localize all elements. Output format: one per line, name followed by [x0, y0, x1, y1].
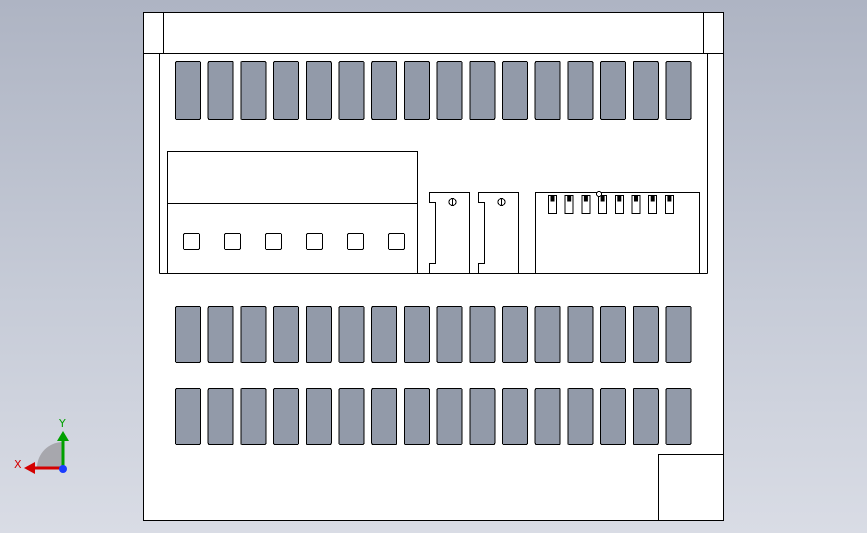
y-axis-arrowhead	[57, 431, 69, 441]
axis-triad[interactable]: X Y	[14, 417, 69, 474]
bottom-terminal-row2-slot	[534, 388, 561, 445]
dip-switch	[631, 195, 641, 214]
connector-pin	[347, 233, 364, 250]
connector-module	[167, 151, 418, 274]
dip-switch	[548, 195, 557, 214]
connector-pin	[306, 233, 323, 250]
bottom-terminal-row2-slot	[305, 388, 332, 445]
bottom-terminal-row2-slot	[502, 388, 528, 445]
relay-body	[478, 192, 519, 274]
top-terminal-slot	[436, 61, 463, 120]
top-terminal-slot	[534, 61, 561, 120]
bottom-terminal-row1-slot	[567, 306, 594, 363]
bottom-terminal-row1-slot	[632, 306, 659, 363]
bottom-terminal-row1-slot	[273, 306, 300, 363]
top-terminal-slots	[175, 61, 692, 120]
corner-label-box	[658, 454, 724, 521]
dip-switch-lever	[650, 195, 655, 202]
bottom-terminal-row2-slot	[632, 388, 659, 445]
dip-switch-lever	[667, 195, 672, 202]
top-terminal-slot	[338, 61, 365, 120]
top-terminal-slot	[502, 61, 528, 120]
connector-pin	[265, 233, 282, 250]
bottom-terminal-row1-slot	[502, 306, 528, 363]
dip-switch-block	[535, 191, 700, 274]
bottom-terminal-row1-slot	[600, 306, 627, 363]
bottom-terminal-row2-slot	[600, 388, 627, 445]
connector-pin	[388, 233, 405, 250]
top-terminal-slot	[305, 61, 332, 120]
bottom-terminal-row2-slot	[469, 388, 496, 445]
dip-switch	[614, 195, 624, 214]
dip-switch	[664, 195, 674, 214]
relay-body	[429, 192, 470, 274]
bottom-terminal-row1-slot	[469, 306, 496, 363]
bottom-terminal-row1-slot	[534, 306, 561, 363]
top-terminal-slot	[273, 61, 300, 120]
bottom-terminal-row1-slot	[305, 306, 332, 363]
bottom-terminal-row1-slot	[436, 306, 463, 363]
y-axis-label: Y	[58, 417, 66, 430]
bottom-terminal-row2-slot	[436, 388, 463, 445]
connector-pins	[183, 233, 405, 250]
dip-switch	[564, 195, 574, 214]
bottom-terminal-row2-slot	[403, 388, 430, 445]
bottom-terminal-row1-slot	[371, 306, 398, 363]
bottom-terminal-slots	[175, 306, 692, 445]
dip-switches	[548, 195, 674, 214]
top-terminal-slot	[175, 61, 201, 120]
x-axis-label: X	[14, 458, 22, 471]
top-terminal-slot	[632, 61, 659, 120]
bottom-terminal-row2-slot	[175, 388, 201, 445]
top-terminal-slot	[600, 61, 627, 120]
dip-switch	[581, 195, 591, 214]
top-terminal-slot	[207, 61, 234, 120]
top-terminal-slot	[567, 61, 594, 120]
top-terminal-slot	[403, 61, 430, 120]
dip-switch	[648, 195, 658, 214]
z-axis-dot	[59, 465, 67, 473]
x-axis-arrowhead	[24, 462, 35, 474]
bottom-terminal-row2-slot	[665, 388, 692, 445]
dip-switch-lever	[617, 195, 622, 202]
top-terminal-slot	[240, 61, 267, 120]
bottom-terminal-row1-slot	[338, 306, 365, 363]
bottom-terminal-row2-slot	[240, 388, 267, 445]
bottom-terminal-row1-slot	[207, 306, 234, 363]
bottom-terminal-row2-slot	[567, 388, 594, 445]
relay-group	[429, 192, 519, 274]
dip-switch-lever	[550, 195, 555, 202]
connector-housing	[167, 151, 418, 274]
bottom-terminal-row2-slot	[338, 388, 365, 445]
bottom-terminal-row1-slot	[403, 306, 430, 363]
dip-switch-lever	[634, 195, 638, 202]
dip-switch-lever	[583, 195, 588, 202]
dip-switch-indicator	[596, 191, 602, 197]
top-terminal-slot	[665, 61, 692, 120]
relay	[429, 192, 470, 274]
connector-pin	[224, 233, 241, 250]
relay	[478, 192, 519, 274]
bottom-terminal-row1-slot	[240, 306, 267, 363]
top-terminal-slot	[371, 61, 398, 120]
dip-switch-lever	[567, 195, 572, 202]
bottom-terminal-row2-slot	[207, 388, 234, 445]
dip-switch-lever	[600, 195, 605, 202]
bottom-terminal-row1-slot	[175, 306, 201, 363]
bottom-terminal-row2-slot	[273, 388, 300, 445]
dip-switch	[598, 195, 608, 214]
triad-sector	[37, 442, 63, 468]
top-terminal-slot	[469, 61, 496, 120]
bottom-terminal-row2-slot	[371, 388, 398, 445]
bottom-terminal-row1-slot	[665, 306, 692, 363]
connector-pin	[183, 233, 200, 250]
